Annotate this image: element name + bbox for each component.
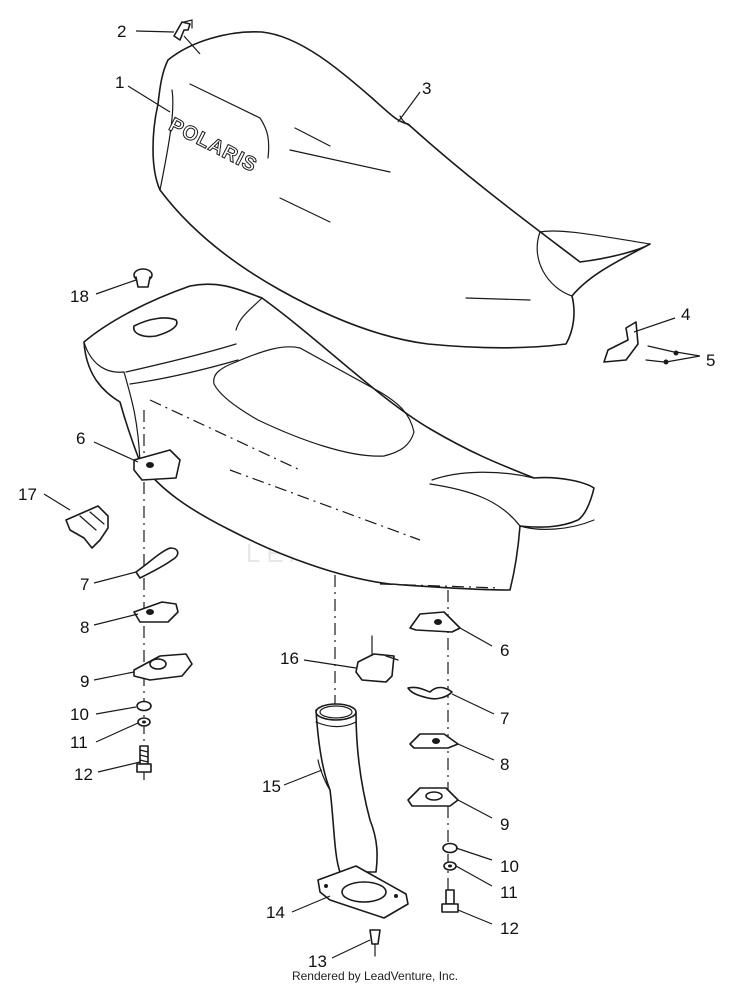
plate-left bbox=[133, 601, 179, 623]
washer-right bbox=[442, 842, 458, 854]
callout-1: 1 bbox=[115, 73, 124, 92]
callout-10-left: 10 bbox=[70, 705, 89, 724]
callout-5: 5 bbox=[706, 351, 715, 370]
spring-right bbox=[407, 686, 453, 700]
plate-screw bbox=[369, 929, 381, 957]
leader-lines bbox=[43, 30, 701, 959]
seat: POLARIS bbox=[152, 30, 651, 349]
callout-6-left: 6 bbox=[76, 429, 85, 448]
callout-4: 4 bbox=[681, 305, 690, 324]
callout-9-left: 9 bbox=[80, 672, 89, 691]
seat-clip bbox=[173, 19, 193, 41]
callout-12-right: 12 bbox=[500, 919, 519, 938]
hinge-block-right bbox=[409, 611, 461, 633]
callout-13: 13 bbox=[308, 952, 327, 971]
bolt-left bbox=[136, 745, 152, 773]
callout-14: 14 bbox=[266, 903, 285, 922]
latch-block-right bbox=[407, 787, 459, 807]
latch-block-left bbox=[133, 653, 193, 681]
callout-16: 16 bbox=[280, 649, 299, 668]
lock-washer-right bbox=[443, 861, 457, 871]
bracket-screws bbox=[645, 345, 679, 365]
callout-12-left: 12 bbox=[74, 765, 93, 784]
callout-10-right: 10 bbox=[500, 857, 519, 876]
callout-3: 3 bbox=[422, 79, 431, 98]
callout-11-left: 11 bbox=[70, 733, 88, 752]
grommet bbox=[133, 268, 153, 288]
mounting-plate bbox=[317, 865, 409, 919]
seat-bracket bbox=[603, 321, 639, 363]
callout-11-right: 11 bbox=[500, 883, 518, 902]
seat-base bbox=[83, 283, 595, 591]
callout-7-left: 7 bbox=[80, 575, 89, 594]
seat-latch bbox=[355, 635, 399, 683]
callout-7-right: 7 bbox=[500, 709, 509, 728]
callouts: 1 2 3 4 5 6 6 7 7 8 8 9 9 10 10 11 11 12… bbox=[18, 22, 715, 971]
callout-6-right: 6 bbox=[500, 641, 509, 660]
callout-8-right: 8 bbox=[500, 755, 509, 774]
callout-8-left: 8 bbox=[80, 618, 89, 637]
callout-2: 2 bbox=[117, 22, 126, 41]
footer-credit: Rendered by LeadVenture, Inc. bbox=[291, 969, 459, 983]
bolt-right bbox=[441, 889, 459, 913]
callout-9-right: 9 bbox=[500, 815, 509, 834]
latch-clip bbox=[65, 505, 109, 549]
intake-tube bbox=[315, 703, 378, 873]
lock-washer-left bbox=[137, 717, 151, 727]
hinge-block-left bbox=[133, 449, 181, 481]
callout-18: 18 bbox=[70, 287, 89, 306]
callout-15: 15 bbox=[262, 777, 281, 796]
spring-left bbox=[135, 547, 179, 579]
washer-left bbox=[136, 700, 152, 712]
callout-17: 17 bbox=[18, 485, 37, 504]
plate-right bbox=[409, 733, 459, 749]
